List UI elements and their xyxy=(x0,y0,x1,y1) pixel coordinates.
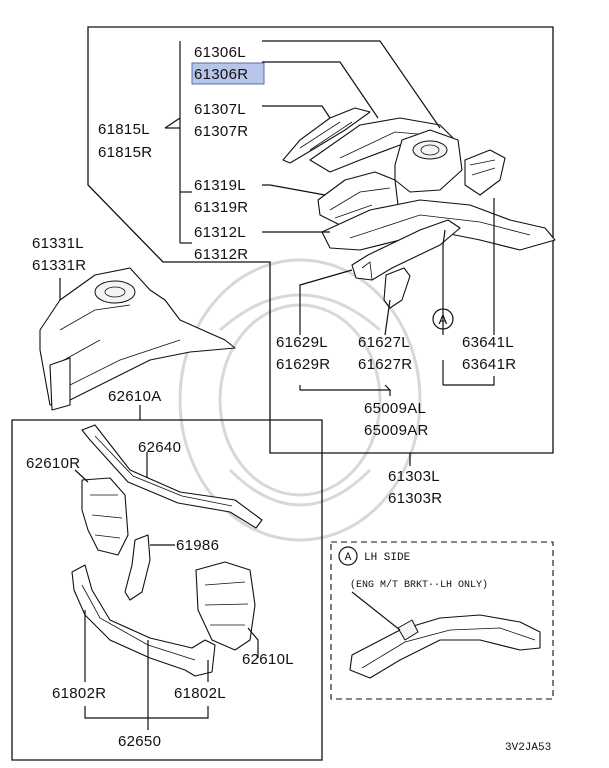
part-62610l[interactable]: 62610L xyxy=(242,651,294,668)
part-61986[interactable]: 61986 xyxy=(176,537,219,554)
rear-rail-assembly xyxy=(282,107,556,309)
part-61312l[interactable]: 61312L xyxy=(194,224,246,241)
part-65009al[interactable]: 65009AL xyxy=(364,400,426,417)
diagram-code: 3V2JA53 xyxy=(505,742,551,754)
strut-tower-61331 xyxy=(39,267,236,411)
part-61802r[interactable]: 61802R xyxy=(52,685,106,702)
radiator-support-parts xyxy=(71,424,263,677)
part-63641r[interactable]: 63641R xyxy=(462,356,516,373)
callout-note: (ENG M/T BRKT··LH ONLY) xyxy=(350,579,488,591)
part-61312r[interactable]: 61312R xyxy=(194,246,248,263)
lower-assembly-box xyxy=(11,419,323,761)
callout-title: LH SIDE xyxy=(364,552,411,564)
part-61331r[interactable]: 61331R xyxy=(32,257,86,274)
part-61802l[interactable]: 61802L xyxy=(174,685,226,702)
part-62640[interactable]: 62640 xyxy=(138,439,181,456)
upper-assembly-box xyxy=(87,26,554,454)
part-62610r[interactable]: 62610R xyxy=(26,455,80,472)
part-61627r[interactable]: 61627R xyxy=(358,356,412,373)
part-61629l[interactable]: 61629L xyxy=(276,334,328,351)
marker-a-upper: A xyxy=(432,308,454,330)
lower-leaders xyxy=(74,452,259,730)
part-61331l[interactable]: 61331L xyxy=(32,235,84,252)
part-61307l[interactable]: 61307L xyxy=(194,101,246,118)
part-61319l[interactable]: 61319L xyxy=(194,177,246,194)
marker-a-callout: A xyxy=(338,546,358,566)
part-61319r[interactable]: 61319R xyxy=(194,199,248,216)
part-63641l[interactable]: 63641L xyxy=(462,334,514,351)
callout-rail-detail xyxy=(349,591,541,679)
upper-leaders xyxy=(164,40,495,466)
part-61627l[interactable]: 61627L xyxy=(358,334,410,351)
part-62650[interactable]: 62650 xyxy=(118,733,161,750)
part-61629r[interactable]: 61629R xyxy=(276,356,330,373)
part-62610a[interactable]: 62610A xyxy=(108,388,162,405)
svg-text:A: A xyxy=(439,312,448,327)
part-65009ar[interactable]: 65009AR xyxy=(364,422,429,439)
svg-text:A: A xyxy=(345,552,352,564)
part-61815l[interactable]: 61815L xyxy=(98,121,150,138)
part-61303r[interactable]: 61303R xyxy=(388,490,442,507)
highlight-61306r xyxy=(191,62,265,85)
callout-box xyxy=(330,541,554,700)
part-61303l[interactable]: 61303L xyxy=(388,468,440,485)
part-61815r[interactable]: 61815R xyxy=(98,144,152,161)
part-61307r[interactable]: 61307R xyxy=(194,123,248,140)
part-61306l[interactable]: 61306L xyxy=(194,44,246,61)
part-61306r[interactable]: 61306R xyxy=(194,66,248,83)
